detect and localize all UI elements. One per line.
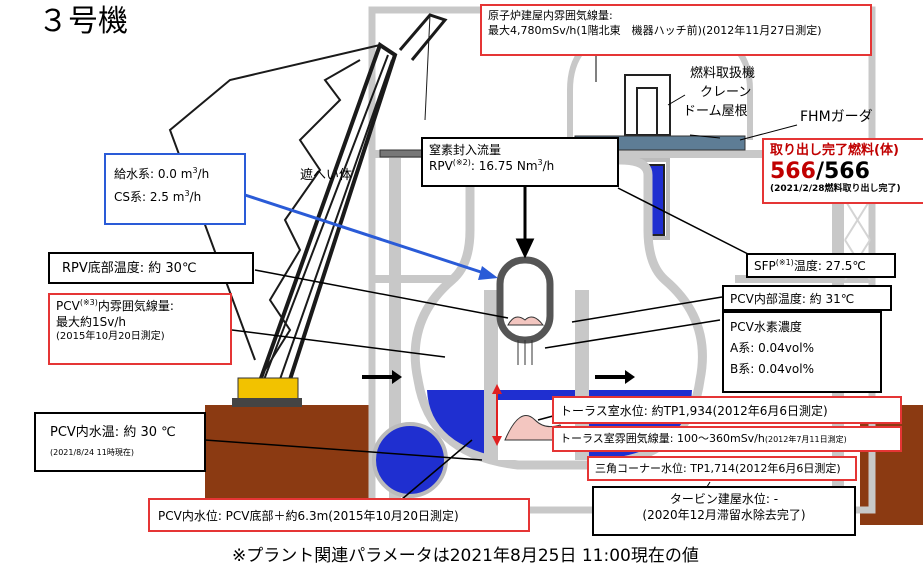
rpv-vessel <box>496 256 554 344</box>
rb-dose-line2: 最大4,780mSv/h(1階北東 機器ハッチ前)(2012年11月27日測定) <box>488 23 822 37</box>
fuel-removal-count: 566/566 <box>770 158 918 184</box>
building-floor-right <box>735 275 872 283</box>
crane-label: クレーン <box>700 85 752 100</box>
building-floor <box>372 275 482 283</box>
rb-dose-line1: 原子炉建屋内雰囲気線量: <box>488 9 613 22</box>
arrow-left-in <box>362 370 402 384</box>
line-rpv-temp <box>254 269 509 319</box>
arrow-right-out <box>595 370 635 384</box>
nitrogen-value: : 16.75 Nm <box>470 159 538 174</box>
torus-level: トーラス室水位: 約TP1,934(2012年6月6日測定) <box>560 404 828 418</box>
triangle-corner: 三角コーナー水位: TP1,714(2012年6月6日測定) <box>595 462 841 475</box>
arrow-feedwater-head <box>478 266 498 280</box>
fhm-inner <box>636 87 658 136</box>
nitrogen-row: RPV(※2): 16.75 Nm3/h <box>429 158 611 174</box>
pcv-dose-prefix: PCV <box>56 299 80 313</box>
fuel-removal-box: 取り出し完了燃料(体) 566/566 (2021/2/28燃料取り出し完了) <box>762 138 923 204</box>
nitrogen-prefix: RPV <box>429 159 453 174</box>
rpv-bottom-temp: RPV底部温度: 約 30℃ <box>62 261 197 276</box>
pcv-h2-a: A系: 0.04vol% <box>730 341 814 355</box>
sfp-value: 温度: 27.5℃ <box>793 259 866 273</box>
fuel-count-separator: / <box>815 158 824 184</box>
feedwater-row: 給水系: 0.0 m3/h <box>114 163 236 186</box>
fuel-handling-machine-label: 燃料取扱機 <box>690 66 756 81</box>
line-pcv-temp <box>571 296 723 323</box>
nitrogen-unit: /h <box>542 159 555 174</box>
pcv-h2-b: B系: 0.04vol% <box>730 362 814 376</box>
fuel-removal-note: (2021/2/28燃料取り出し完了) <box>770 183 901 194</box>
pcv-water-temp-box: PCV内水温: 約 30 ℃ (2021/8/24 11時現在) <box>34 412 206 472</box>
torus-dose-main: トーラス室雰囲気線量: 100～360mSv/h <box>560 432 765 445</box>
fuel-count-total: 566 <box>823 158 870 184</box>
line-dome <box>689 134 721 139</box>
operating-floor <box>372 150 872 158</box>
line-sfp <box>617 187 751 256</box>
torus-dose-date: (2012年7月11日測定) <box>764 435 847 444</box>
arrow-head-down <box>492 436 502 446</box>
nitrogen-note: (※2) <box>452 158 471 168</box>
line-fhm <box>667 94 686 106</box>
pcv-h2-title: PCV水素濃度 <box>730 320 802 334</box>
pcv-dose-line2: 最大約1Sv/h <box>56 315 127 330</box>
line-pcv-h2 <box>544 319 721 349</box>
feedwater-unit: /h <box>197 167 210 181</box>
pcv-dose-line1: 内雰囲気線量: <box>97 299 174 313</box>
rpv-debris <box>507 316 545 326</box>
pcv-water-temp-line2: (2021/8/24 11時現在) <box>50 447 134 457</box>
cs-unit: /h <box>189 189 202 204</box>
fhm-girder-label: FHMガーダ <box>800 109 873 125</box>
pcv-dose-note: (※3) <box>79 298 98 307</box>
torus-level-box: トーラス室水位: 約TP1,934(2012年6月6日測定) <box>552 396 902 424</box>
unit-title: ３号機 <box>38 4 128 39</box>
arrow-down-nitrogen <box>515 185 535 259</box>
torus-chamber <box>372 422 448 498</box>
torus-dose-box: トーラス室雰囲気線量: 100～360mSv/h(2012年7月11日測定) <box>552 426 902 452</box>
arrow-head-up <box>492 384 502 394</box>
nitrogen-title: 窒素封入流量 <box>429 143 502 157</box>
water-supply-box: 給水系: 0.0 m3/h CS系: 2.5 m3/h <box>104 153 246 225</box>
cs-row: CS系: 2.5 m3/h <box>114 186 236 209</box>
dome-roof-label: ドーム屋根 <box>683 104 748 119</box>
feedwater-sup: 3 <box>192 166 198 175</box>
nitrogen-box: 窒素封入流量 RPV(※2): 16.75 Nm3/h <box>421 137 619 187</box>
cs-sup: 3 <box>184 188 190 198</box>
fuel-count-done: 566 <box>770 158 816 184</box>
reactor-building-dose-box: 原子炉建屋内雰囲気線量: 最大4,780mSv/h(1階北東 機器ハッチ前)(2… <box>480 4 872 56</box>
rpv-bottom-temp-box: RPV底部温度: 約 30℃ <box>48 252 254 284</box>
sfp-temp-box: SFP(※1)温度: 27.5℃ <box>746 253 896 278</box>
pcv-water-level: PCV内水位: PCV底部＋約6.3m(2015年10月20日測定) <box>158 509 459 523</box>
pcv-temp: PCV内部温度: 約 31℃ <box>730 292 855 306</box>
line-water-temp <box>204 439 483 461</box>
shield-label: 遮へい体 <box>300 168 353 183</box>
triangle-corner-box: 三角コーナー水位: TP1,714(2012年6月6日測定) <box>587 456 857 481</box>
sfp-prefix: SFP <box>754 259 776 273</box>
footer-note: ※プラント関連パラメータは2021年8月25日 11:00現在の値 <box>232 546 699 566</box>
line-water-level <box>394 439 473 506</box>
pedestal <box>484 290 498 460</box>
line-girder <box>739 124 798 141</box>
pcv-water-temp-line1: PCV内水温: 約 30 ℃ <box>50 425 176 440</box>
pcv-water-level-box: PCV内水位: PCV底部＋約6.3m(2015年10月20日測定) <box>148 498 530 532</box>
feedwater-value: 給水系: 0.0 m <box>114 167 193 181</box>
fuel-removal-title: 取り出し完了燃料(体) <box>770 143 899 158</box>
turbine-line2: (2020年12月滞留水除去完了) <box>642 508 806 523</box>
turbine-line1: タービン建屋水位: - <box>669 492 779 506</box>
nitrogen-sup: 3 <box>537 158 543 168</box>
sfp-note: (※1) <box>775 258 794 267</box>
turbine-level-box: タービン建屋水位: - (2020年12月滞留水除去完了) <box>592 486 856 536</box>
pcv-dose-line3: (2015年10月20日測定) <box>56 331 165 343</box>
crawler-crane <box>168 13 448 407</box>
line-feedwater <box>244 193 491 277</box>
pcv-temp-box: PCV内部温度: 約 31℃ <box>722 285 892 311</box>
cs-value: CS系: 2.5 m <box>114 189 185 204</box>
pcv-hydrogen-box: PCV水素濃度 A系: 0.04vol% B系: 0.04vol% <box>722 311 882 393</box>
line-pcv-dose <box>231 329 446 358</box>
pcv-dose-row1: PCV(※3)内雰囲気線量: <box>56 298 224 314</box>
pcv-dose-box: PCV(※3)内雰囲気線量: 最大約1Sv/h (2015年10月20日測定) <box>48 293 232 365</box>
